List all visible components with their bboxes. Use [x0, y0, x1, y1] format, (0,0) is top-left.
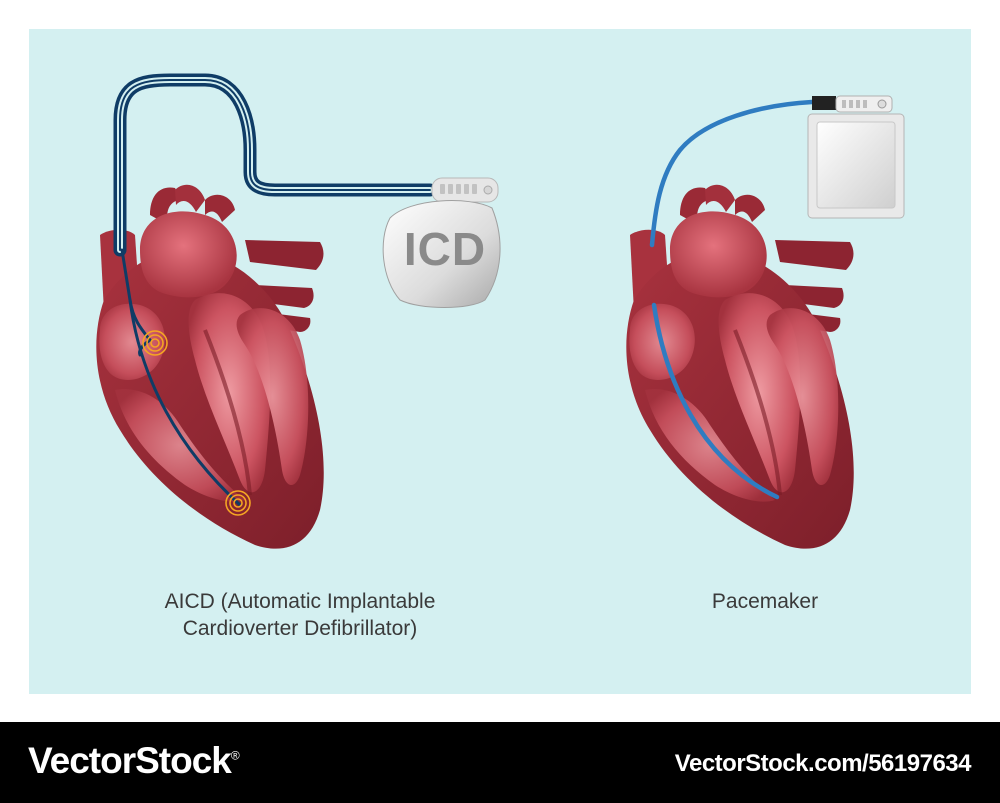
pacemaker-caption: Pacemaker	[711, 590, 819, 613]
aicd-caption-line-1: AICD (Automatic Implantable	[164, 590, 436, 613]
registered-mark: ®	[230, 748, 240, 763]
electrode-coil-ventricle	[225, 490, 251, 516]
heart-left	[94, 182, 326, 551]
icd-lead	[113, 73, 437, 507]
heart-right	[624, 182, 856, 551]
brand-logo: VectorStock®	[28, 740, 240, 782]
aicd-caption: AICD (Automatic Implantable Cardioverter…	[95, 588, 505, 642]
icd-label: ICD	[403, 223, 487, 275]
footer-bar: VectorStock® VectorStock.com/56197634	[0, 722, 1000, 803]
diagram-artwork	[94, 73, 905, 551]
pacemaker-lead	[649, 99, 815, 500]
icd-device	[382, 177, 501, 308]
pacemaker-device	[807, 95, 905, 219]
electrode-coil-atrium	[142, 330, 168, 356]
aicd-caption-line-2: Cardioverter Defibrillator)	[182, 617, 418, 640]
brand-name: VectorStock	[28, 740, 232, 781]
image-id-text: VectorStock.com/56197634	[674, 750, 972, 777]
